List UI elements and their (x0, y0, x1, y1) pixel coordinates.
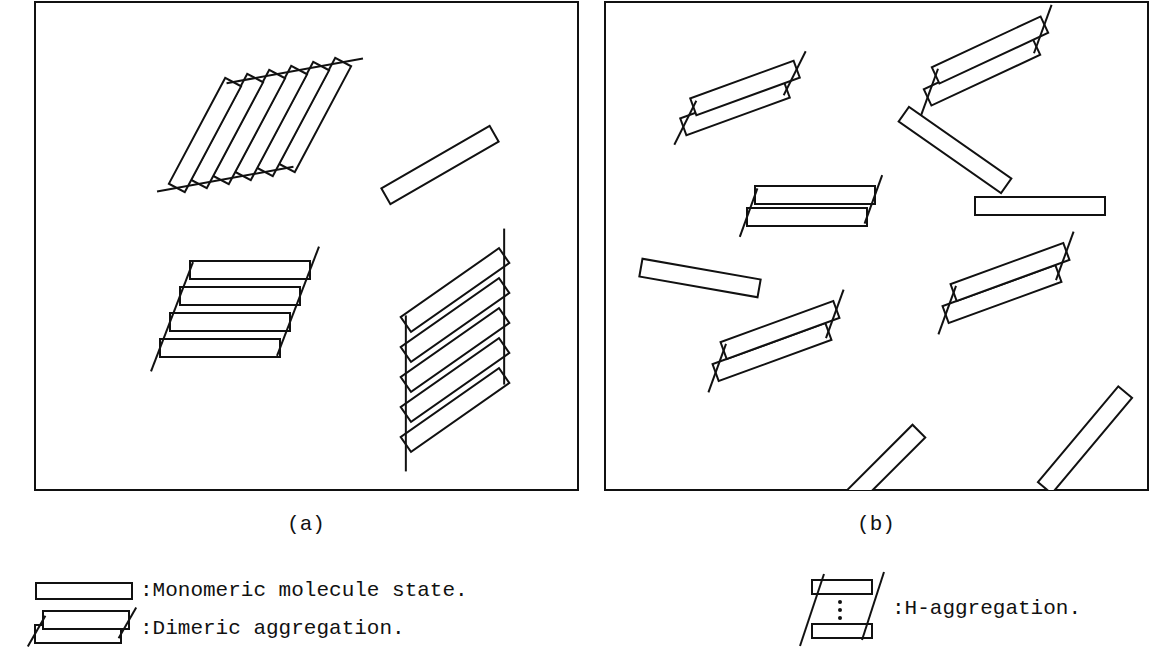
molecule (43, 611, 129, 629)
stack-guide-line (119, 607, 137, 638)
molecule (951, 243, 1070, 301)
stack-guide-line (784, 51, 806, 95)
molecule (36, 583, 132, 599)
stack-guide-line (800, 574, 824, 646)
stack-guide-line (740, 188, 758, 236)
stack-guide-line (277, 247, 319, 356)
molecule (899, 107, 1012, 193)
panel-label: (b) (857, 512, 895, 537)
stack-guide-line (938, 286, 956, 334)
stack-guide-line (405, 315, 407, 471)
stack-guide-line (157, 167, 293, 192)
panel-b-molecules (639, 5, 1132, 490)
stack-guide-line (1056, 232, 1074, 280)
stack-guide-line (920, 69, 938, 117)
molecule (721, 301, 840, 359)
molecule (190, 261, 310, 279)
molecule (1038, 386, 1132, 490)
stack-guide-line (227, 58, 363, 83)
stack-guide-line (708, 344, 726, 392)
molecule (747, 208, 867, 226)
panel-frame (35, 2, 578, 490)
legend-text: :Dimeric aggregation. (140, 616, 405, 641)
legend-text: :H-aggregation. (892, 596, 1081, 621)
legend-text: :Monomeric molecule state. (140, 578, 468, 603)
spacing-dot (838, 608, 842, 612)
molecule (401, 248, 510, 332)
stack-guide-line (862, 572, 884, 640)
molecule (932, 16, 1048, 83)
stack-guide-line (674, 101, 696, 145)
stack-guide-line (151, 262, 193, 371)
molecule (755, 186, 875, 204)
stack-guide-line (865, 175, 883, 223)
molecule (639, 259, 760, 298)
molecule (381, 126, 498, 204)
panel-frame (605, 2, 1148, 490)
spacing-dot (838, 616, 842, 620)
stack-guide-line (826, 290, 844, 338)
stack-guide-line (503, 229, 505, 385)
stack-guide-line (28, 616, 46, 647)
panel-label: (a) (287, 512, 325, 537)
spacing-dot (838, 600, 842, 604)
molecule (160, 339, 280, 357)
molecule (975, 197, 1105, 215)
panel-a-molecules (151, 58, 509, 472)
molecule (169, 78, 241, 192)
molecule (180, 287, 300, 305)
molecule (170, 313, 290, 331)
stack-guide-line (1034, 5, 1052, 53)
molecule (835, 425, 926, 490)
legend-samples (28, 572, 884, 647)
molecule (690, 61, 800, 116)
